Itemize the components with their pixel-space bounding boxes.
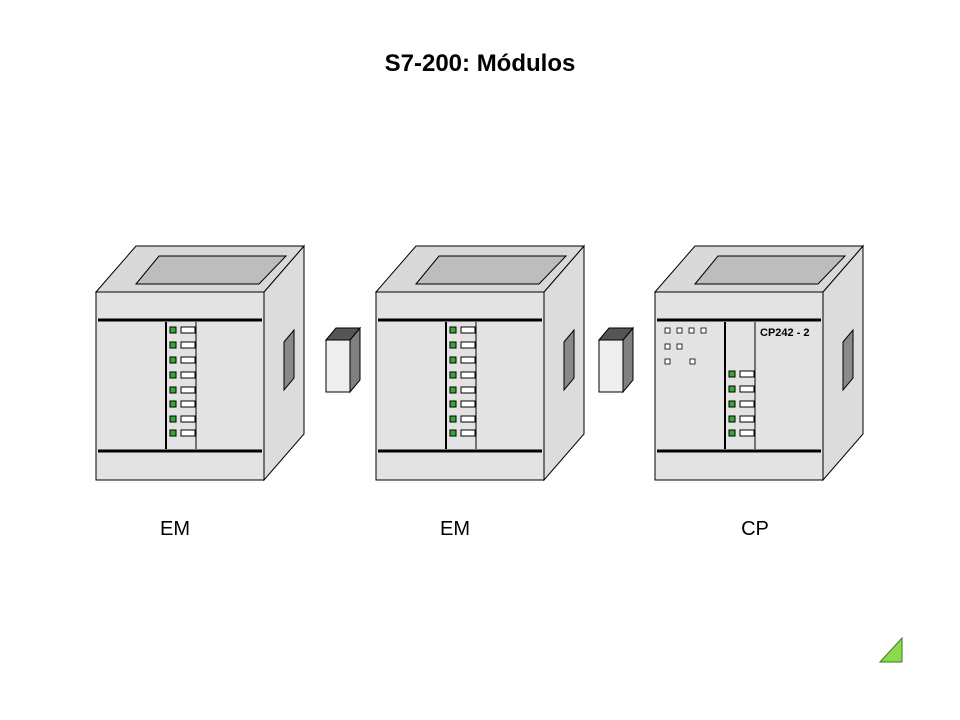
module-em-2 [374,244,586,482]
status-led [728,429,736,437]
page-title: S7-200: Módulos [384,50,576,77]
terminal-slot [739,370,755,378]
module-label-cp: CP [741,518,769,540]
module-front-face [654,291,824,481]
terminal-slot [180,371,196,379]
indicator-square [664,358,671,365]
module-side-latch [842,328,854,392]
terminal-slot [180,400,196,408]
module-cp: CP242 - 2 [653,244,865,482]
status-led [169,326,177,334]
status-led [449,400,457,408]
status-led [449,341,457,349]
module-top-window [134,255,288,285]
terminal-slot [180,356,196,364]
terminal-slot [460,371,476,379]
module-front-face [95,291,265,481]
status-led [169,386,177,394]
module-label-em-2: EM [440,518,470,540]
status-led [169,371,177,379]
module-side-latch [563,328,575,392]
indicator-square [664,343,671,350]
corner-triangle-icon[interactable] [878,636,903,663]
terminal-slot [739,429,755,437]
status-led [169,415,177,423]
status-led [169,356,177,364]
terminal-slot [180,386,196,394]
status-led [449,326,457,334]
terminal-slot [460,415,476,423]
bus-connector-1 [324,326,362,394]
terminal-slot [180,341,196,349]
status-led [449,415,457,423]
indicator-square [688,327,695,334]
module-top-window [414,255,568,285]
terminal-slot [739,385,755,393]
indicator-square [676,327,683,334]
status-led [169,400,177,408]
terminal-slot [460,341,476,349]
terminal-slot [739,415,755,423]
terminal-slot [460,326,476,334]
module-label-em-1: EM [160,518,190,540]
terminal-slot [180,429,196,437]
bus-connector-2 [597,326,635,394]
indicator-square [676,343,683,350]
status-led [169,341,177,349]
status-led [728,400,736,408]
status-led [728,415,736,423]
terminal-slot [460,386,476,394]
indicator-square [700,327,707,334]
terminal-slot [460,400,476,408]
terminal-slot [180,326,196,334]
module-front-face [375,291,545,481]
module-side-latch [283,328,295,392]
terminal-slot [460,356,476,364]
indicator-square [664,327,671,334]
terminal-slot [460,429,476,437]
connector-front-face [325,339,351,393]
indicator-square [689,358,696,365]
connector-front-face [598,339,624,393]
terminal-slot [180,415,196,423]
status-led [728,370,736,378]
status-led [169,429,177,437]
status-led [449,429,457,437]
terminal-slot [739,400,755,408]
cp-model-label: CP242 - 2 [760,327,810,339]
module-top-window [693,255,847,285]
status-led [449,356,457,364]
status-led [449,386,457,394]
module-em-1 [94,244,306,482]
status-led [728,385,736,393]
status-led [449,371,457,379]
